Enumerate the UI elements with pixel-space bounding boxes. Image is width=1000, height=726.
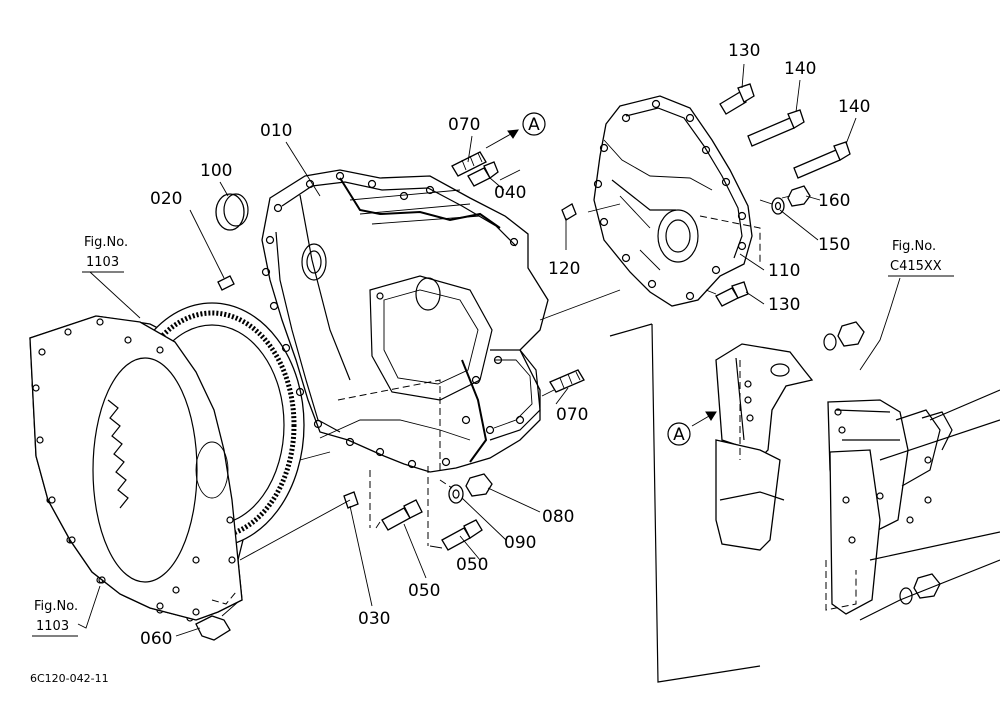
bolt-130-top bbox=[719, 83, 755, 115]
fig-ref-c415xx: Fig.No. C415XX bbox=[888, 239, 954, 277]
part-labels: 010 100 020 070 040 120 070 080 090 050 … bbox=[140, 41, 870, 649]
part-label-040: 040 bbox=[494, 183, 526, 203]
bolt-040 bbox=[467, 161, 499, 187]
fig-ref-1103-bottom: Fig.No. 1103 bbox=[32, 599, 78, 637]
washer-090 bbox=[448, 484, 464, 504]
callout-a-top-label: A bbox=[528, 115, 540, 135]
part-label-070-lower: 070 bbox=[556, 405, 588, 425]
bolt-050-b bbox=[441, 519, 483, 551]
nut-080 bbox=[465, 473, 493, 497]
part-label-150: 150 bbox=[818, 235, 850, 255]
part-label-160: 160 bbox=[818, 191, 850, 211]
part-label-030: 030 bbox=[358, 609, 390, 629]
part-label-090: 090 bbox=[504, 533, 536, 553]
rear-cover bbox=[593, 95, 761, 307]
pin-030 bbox=[343, 491, 359, 509]
callout-a-top: A bbox=[522, 112, 546, 136]
leader-lines bbox=[77, 63, 901, 637]
part-label-050-a: 050 bbox=[408, 581, 440, 601]
part-label-110: 110 bbox=[768, 261, 800, 281]
part-label-080: 080 bbox=[542, 507, 574, 527]
part-label-070-upper: 070 bbox=[448, 115, 480, 135]
document-code: 6C120-042-11 bbox=[30, 672, 109, 685]
stud-070-upper bbox=[451, 151, 487, 177]
bolt-140-a bbox=[747, 109, 805, 147]
fig-ref-1103-top-title: Fig.No. bbox=[84, 235, 128, 250]
fig-ref-c415xx-number: C415XX bbox=[890, 259, 942, 274]
fig-ref-1103-top: Fig.No. 1103 bbox=[82, 235, 128, 273]
arrows bbox=[485, 129, 717, 427]
plug-100 bbox=[215, 193, 249, 231]
part-label-020: 020 bbox=[150, 189, 182, 209]
callout-a-right-label: A bbox=[673, 425, 685, 445]
part-label-120: 120 bbox=[548, 259, 580, 279]
fig-ref-1103-bottom-number: 1103 bbox=[36, 619, 69, 634]
clutch-housing bbox=[261, 169, 549, 473]
pin-020 bbox=[217, 275, 235, 291]
washer-150 bbox=[771, 197, 785, 215]
flywheel-plate-front bbox=[29, 315, 243, 621]
center-lines bbox=[211, 169, 791, 617]
stud-070-lower bbox=[549, 369, 585, 393]
bolt-130-bottom bbox=[715, 281, 749, 307]
part-label-010: 010 bbox=[260, 121, 292, 141]
part-label-130-bottom: 130 bbox=[768, 295, 800, 315]
bolt-140-b bbox=[793, 141, 851, 179]
part-label-130-top: 130 bbox=[728, 41, 760, 61]
bolt-060 bbox=[195, 615, 231, 641]
reference-assembly bbox=[609, 321, 1000, 683]
fasteners bbox=[195, 83, 851, 641]
nut-160 bbox=[787, 185, 811, 207]
part-label-140-a: 140 bbox=[784, 59, 816, 79]
callout-a-right: A bbox=[667, 422, 691, 446]
part-label-140-b: 140 bbox=[838, 97, 870, 117]
bolt-050-a bbox=[381, 499, 423, 531]
fig-ref-1103-top-number: 1103 bbox=[86, 255, 119, 270]
fig-ref-1103-bottom-title: Fig.No. bbox=[34, 599, 78, 614]
part-label-060: 060 bbox=[140, 629, 172, 649]
part-label-050-b: 050 bbox=[456, 555, 488, 575]
part-label-100: 100 bbox=[200, 161, 232, 181]
pin-120 bbox=[561, 203, 577, 221]
fig-ref-c415xx-title: Fig.No. bbox=[892, 239, 936, 254]
